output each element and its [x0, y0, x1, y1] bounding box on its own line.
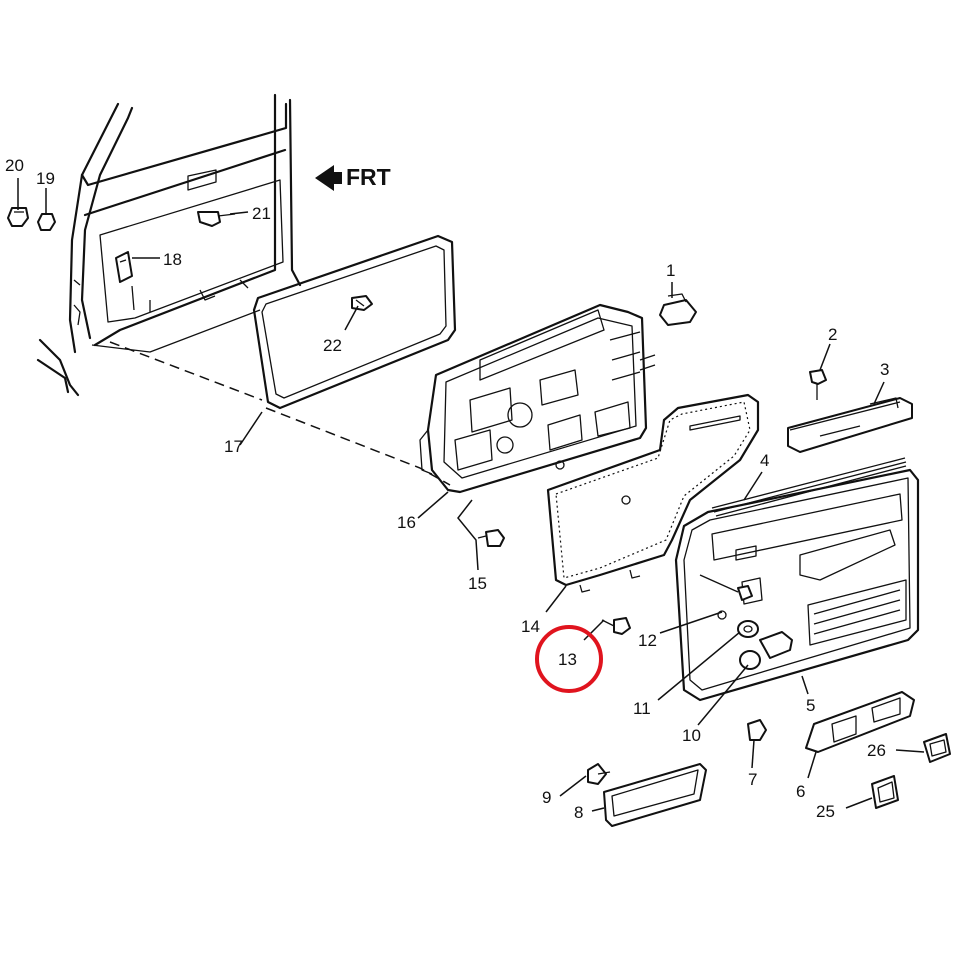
leader-lines: [17, 178, 925, 812]
alignment-lines: [109, 341, 451, 486]
callout-22: 22: [323, 336, 342, 355]
part-7-fastener: [747, 719, 767, 741]
part-14-water-deflector: [546, 393, 760, 593]
part-5-door-trim-panel: [674, 468, 920, 702]
front-direction-indicator: FRT: [315, 164, 391, 191]
callout-4: 4: [760, 451, 769, 470]
part-16-inner-door-panel: [419, 303, 656, 494]
part-20-fastener: [7, 207, 29, 227]
callout-25: 25: [816, 802, 835, 821]
callout-16: 16: [397, 513, 416, 532]
callout-6: 6: [796, 782, 805, 801]
callout-3: 3: [880, 360, 889, 379]
callout-11: 11: [633, 699, 651, 718]
part-8-pull-cup: [603, 763, 707, 827]
callout-17: 17: [224, 437, 243, 456]
callout-18: 18: [163, 250, 182, 269]
callout-26: 26: [867, 741, 886, 760]
part-11-escutcheon: [737, 620, 759, 638]
part-19-nut: [37, 213, 56, 231]
callout-20: 20: [5, 156, 24, 175]
highlight-circle: [535, 625, 603, 693]
callout-9: 9: [542, 788, 551, 807]
part-12-lock-knob: [699, 574, 753, 620]
callout-8: 8: [574, 803, 583, 822]
callout-10: 10: [682, 726, 701, 745]
door-frame: [36, 93, 302, 397]
part-13-screw: [601, 617, 631, 635]
part-15-bolt: [477, 529, 505, 547]
callout-1: 1: [666, 261, 675, 280]
part-17-door-seal: [252, 234, 457, 410]
part-26-switch: [923, 733, 951, 763]
part-6-switch-bezel: [805, 691, 915, 753]
part-10-window-crank: [739, 631, 793, 670]
callout-14: 14: [521, 617, 540, 636]
part-18-clip: [115, 251, 133, 283]
front-arrow-icon: [315, 165, 342, 191]
part-4-trim-strip: [711, 457, 907, 517]
callout-2: 2: [828, 325, 837, 344]
callout-7: 7: [748, 770, 757, 789]
part-2-screw: [809, 369, 827, 400]
callout-labels: 20 19 21 18 22 17 16 15 14 13 1 2 3 4 12…: [5, 156, 889, 822]
callout-13: 13: [558, 650, 577, 669]
part-21-screw: [197, 211, 236, 227]
callout-5: 5: [806, 696, 815, 715]
front-label: FRT: [346, 164, 391, 190]
part-3-armrest: [787, 397, 913, 453]
callout-12: 12: [638, 631, 657, 650]
part-25-switch: [871, 775, 899, 809]
callout-15: 15: [468, 574, 487, 593]
callout-19: 19: [36, 169, 55, 188]
part-22-clip: [351, 295, 373, 311]
callout-21: 21: [252, 204, 271, 223]
part-1-clip: [659, 293, 697, 326]
part-9-clip: [587, 763, 611, 785]
